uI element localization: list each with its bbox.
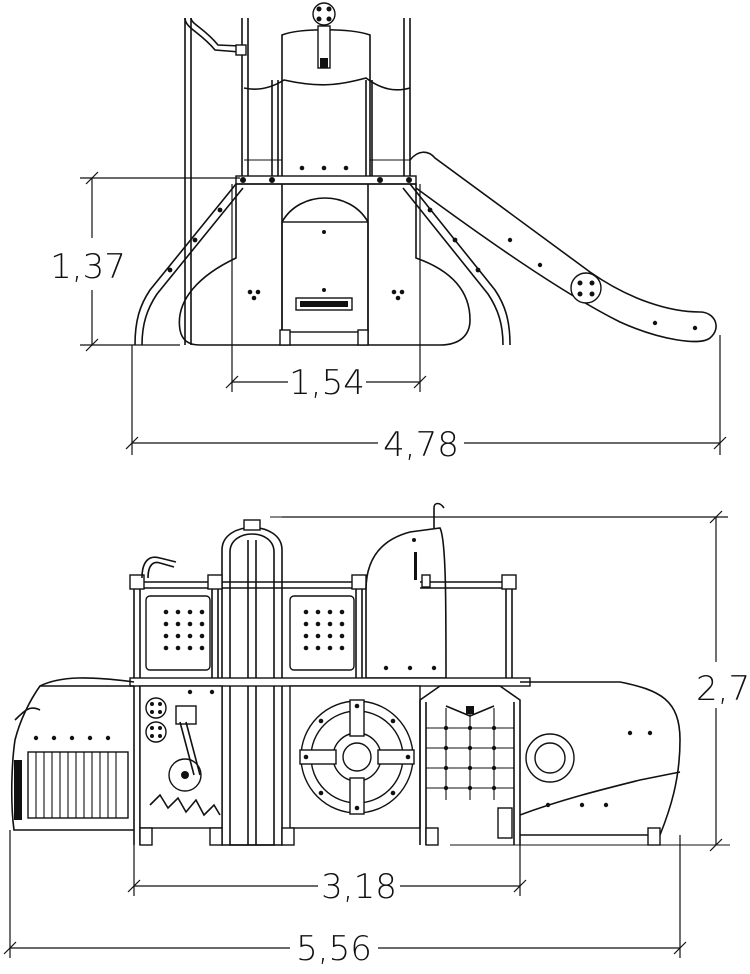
lower-tower-body <box>178 183 471 346</box>
dimension-width-1-54: 1,54 <box>225 184 427 403</box>
dimension-width-5-56: 5,56 <box>3 830 687 969</box>
submarine-hull <box>10 677 681 836</box>
dimension-label: 1,54 <box>289 363 365 403</box>
dimension-width-3-18: 3,18 <box>127 845 527 907</box>
side-elevation-view: 2,7 3,18 5,56 <box>3 502 750 969</box>
hatch-wheel <box>289 685 421 829</box>
dimension-label: 2,7 <box>696 669 750 709</box>
dimension-label: 3,18 <box>321 867 397 907</box>
net-climber <box>419 685 521 845</box>
tower-feet <box>279 329 369 346</box>
porthole <box>525 733 575 783</box>
side-deck <box>129 677 531 687</box>
front-elevation-view: 1,37 1,54 4,78 <box>50 2 727 465</box>
crank-gear-panel <box>139 685 223 829</box>
perforated-panel-left <box>145 595 211 671</box>
slide <box>409 151 717 343</box>
dimension-label: 4,78 <box>383 425 459 465</box>
perforated-panel-right <box>289 595 355 671</box>
side-feet <box>139 827 730 846</box>
dimension-width-4-78: 4,78 <box>125 335 727 465</box>
tube-slide <box>221 519 283 846</box>
deck-platform <box>235 175 417 185</box>
cylinder-ribs <box>35 752 117 818</box>
ribbed-cylinder <box>14 735 129 820</box>
left-climber-rail <box>134 183 244 346</box>
dimension-label: 5,56 <box>296 929 372 969</box>
dimension-height-2-7: 2,7 <box>282 510 750 852</box>
periscope-panel <box>243 2 411 179</box>
dimension-label: 1,37 <box>50 247 126 287</box>
tower-posts <box>184 17 411 345</box>
right-climber-rail <box>402 183 511 346</box>
dimension-height-1-37: 1,37 <box>50 171 240 352</box>
